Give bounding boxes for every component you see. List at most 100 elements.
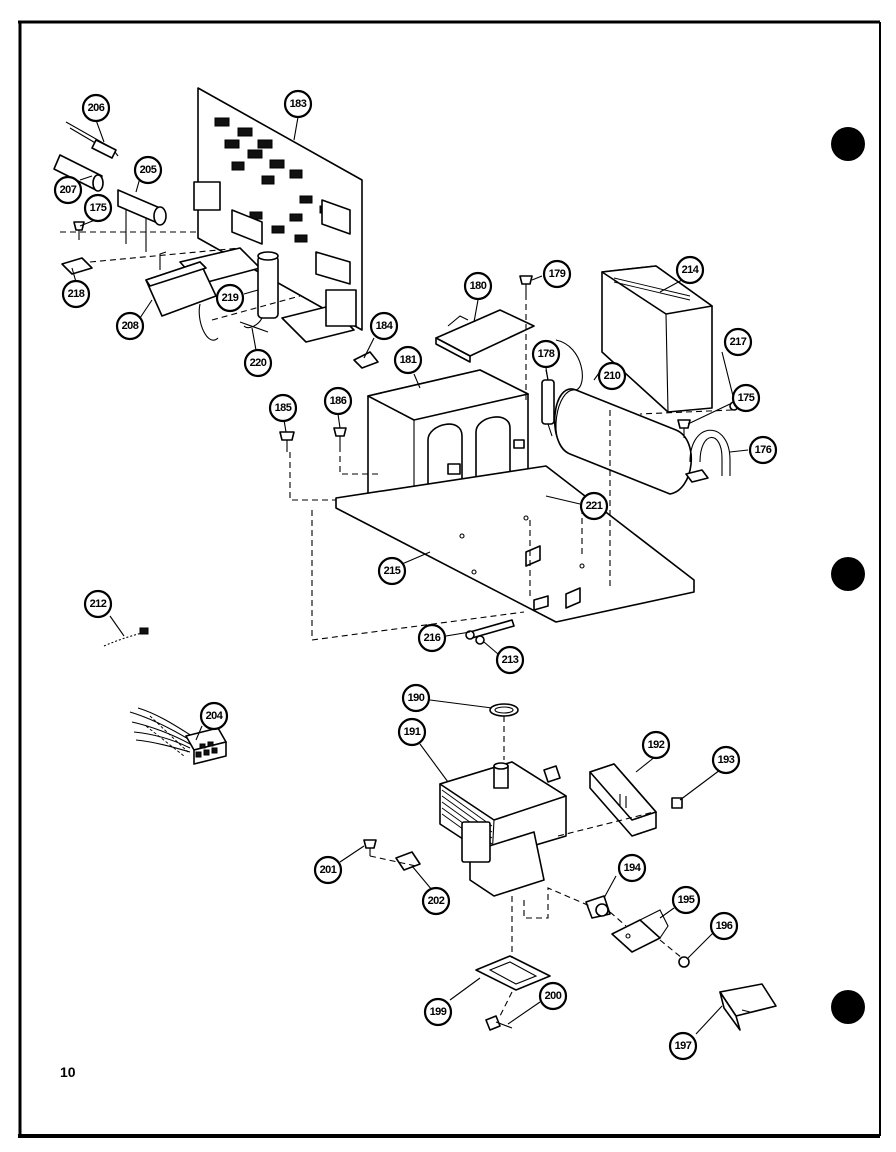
washer-213: [475, 635, 485, 645]
callout-179-label: 179: [549, 268, 566, 280]
callout-202: 202: [421, 886, 451, 916]
terminal-block-208: [145, 251, 219, 341]
callout-204: 204: [199, 701, 229, 731]
callout-178: 178: [531, 339, 561, 369]
capacitor-219: [243, 251, 279, 329]
binder-hole-bottom: [831, 990, 865, 1024]
callout-207-label: 207: [60, 184, 77, 196]
callout-205-label: 205: [140, 164, 157, 176]
callout-214: 214: [675, 255, 705, 285]
bracket-195: [611, 909, 669, 953]
callout-212-label: 212: [90, 598, 107, 610]
screw-175-lower: [677, 419, 691, 438]
screw-200: [485, 1015, 513, 1031]
screw-186: [333, 427, 347, 446]
bracket-180: [435, 309, 535, 363]
callout-219: 219: [215, 283, 245, 313]
callout-181: 181: [393, 345, 423, 375]
callout-213-label: 213: [502, 654, 519, 666]
callout-200: 200: [538, 981, 568, 1011]
callout-205: 205: [133, 155, 163, 185]
callout-178-label: 178: [538, 348, 555, 360]
callout-216-label: 216: [424, 632, 441, 644]
plate-218: [61, 257, 93, 275]
callout-207: 207: [53, 175, 83, 205]
callout-210-label: 210: [604, 370, 621, 382]
magnetron: [439, 761, 567, 897]
wire-212: [103, 627, 149, 647]
callout-215-label: 215: [384, 565, 401, 577]
callout-192: 192: [641, 730, 671, 760]
nut-196: [678, 956, 690, 968]
callout-192-label: 192: [648, 739, 665, 751]
callout-208: 208: [115, 311, 145, 341]
callout-191-label: 191: [404, 726, 421, 738]
bracket-202: [395, 851, 421, 871]
thermal-cutout-192: [589, 763, 657, 837]
callout-197-label: 197: [675, 1040, 692, 1052]
callout-216: 216: [417, 623, 447, 653]
callout-180: 180: [463, 271, 493, 301]
screw-175-upper: [73, 221, 85, 240]
callout-179: 179: [542, 259, 572, 289]
binder-hole-middle: [831, 557, 865, 591]
callout-217-label: 217: [730, 336, 747, 348]
callout-193: 193: [711, 745, 741, 775]
base-plate: [335, 465, 695, 623]
gasket-190: [489, 703, 519, 717]
gasket-199: [475, 955, 551, 991]
callout-212: 212: [83, 589, 113, 619]
callout-183: 183: [283, 89, 313, 119]
callout-218-label: 218: [68, 288, 85, 300]
screw-179: [519, 275, 533, 294]
wire-clip-206: [65, 121, 119, 159]
fuse-205: [117, 189, 167, 252]
callout-206-label: 206: [88, 102, 105, 114]
callout-214-label: 214: [682, 264, 700, 276]
screw-201: [363, 839, 377, 856]
callout-194-label: 194: [624, 862, 642, 874]
callout-221-label: 221: [586, 500, 603, 512]
callout-175-lower: 175: [731, 383, 761, 413]
clip-220: [239, 321, 269, 333]
callout-184-label: 184: [376, 320, 394, 332]
callout-201: 201: [313, 855, 343, 885]
callout-217: 217: [723, 327, 753, 357]
callout-219-label: 219: [222, 292, 239, 304]
callout-196: 196: [709, 911, 739, 941]
callout-180-label: 180: [470, 280, 487, 292]
callout-199-label: 199: [430, 1006, 447, 1018]
callout-221: 221: [579, 491, 609, 521]
callout-181-label: 181: [400, 354, 417, 366]
callout-191: 191: [397, 717, 427, 747]
callout-176-label: 176: [755, 444, 772, 456]
plate-184: [353, 351, 379, 369]
page-number: 10: [60, 1064, 76, 1080]
callout-185: 185: [268, 393, 298, 423]
callout-213: 213: [495, 645, 525, 675]
callout-220-label: 220: [250, 357, 267, 369]
nut-193: [671, 797, 683, 809]
bolt-216: [465, 619, 515, 640]
callout-194: 194: [617, 853, 647, 883]
circuit-board: [179, 87, 363, 343]
callout-185-label: 185: [275, 402, 292, 414]
callout-186: 186: [323, 386, 353, 416]
callout-190: 190: [401, 683, 431, 713]
callout-196-label: 196: [716, 920, 733, 932]
callout-215: 215: [377, 556, 407, 586]
callout-184: 184: [369, 311, 399, 341]
callout-199: 199: [423, 997, 453, 1027]
bracket-176: [685, 429, 731, 483]
callout-186-label: 186: [330, 395, 347, 407]
hv-capacitor: [553, 339, 693, 495]
callout-210: 210: [597, 361, 627, 391]
callout-175-upper: 175: [83, 193, 113, 223]
callout-204-label: 204: [206, 710, 224, 722]
callout-197: 197: [668, 1031, 698, 1061]
callout-195-label: 195: [678, 894, 695, 906]
callout-175-lower-label: 175: [738, 392, 755, 404]
callout-195: 195: [671, 885, 701, 915]
callout-193-label: 193: [718, 754, 735, 766]
